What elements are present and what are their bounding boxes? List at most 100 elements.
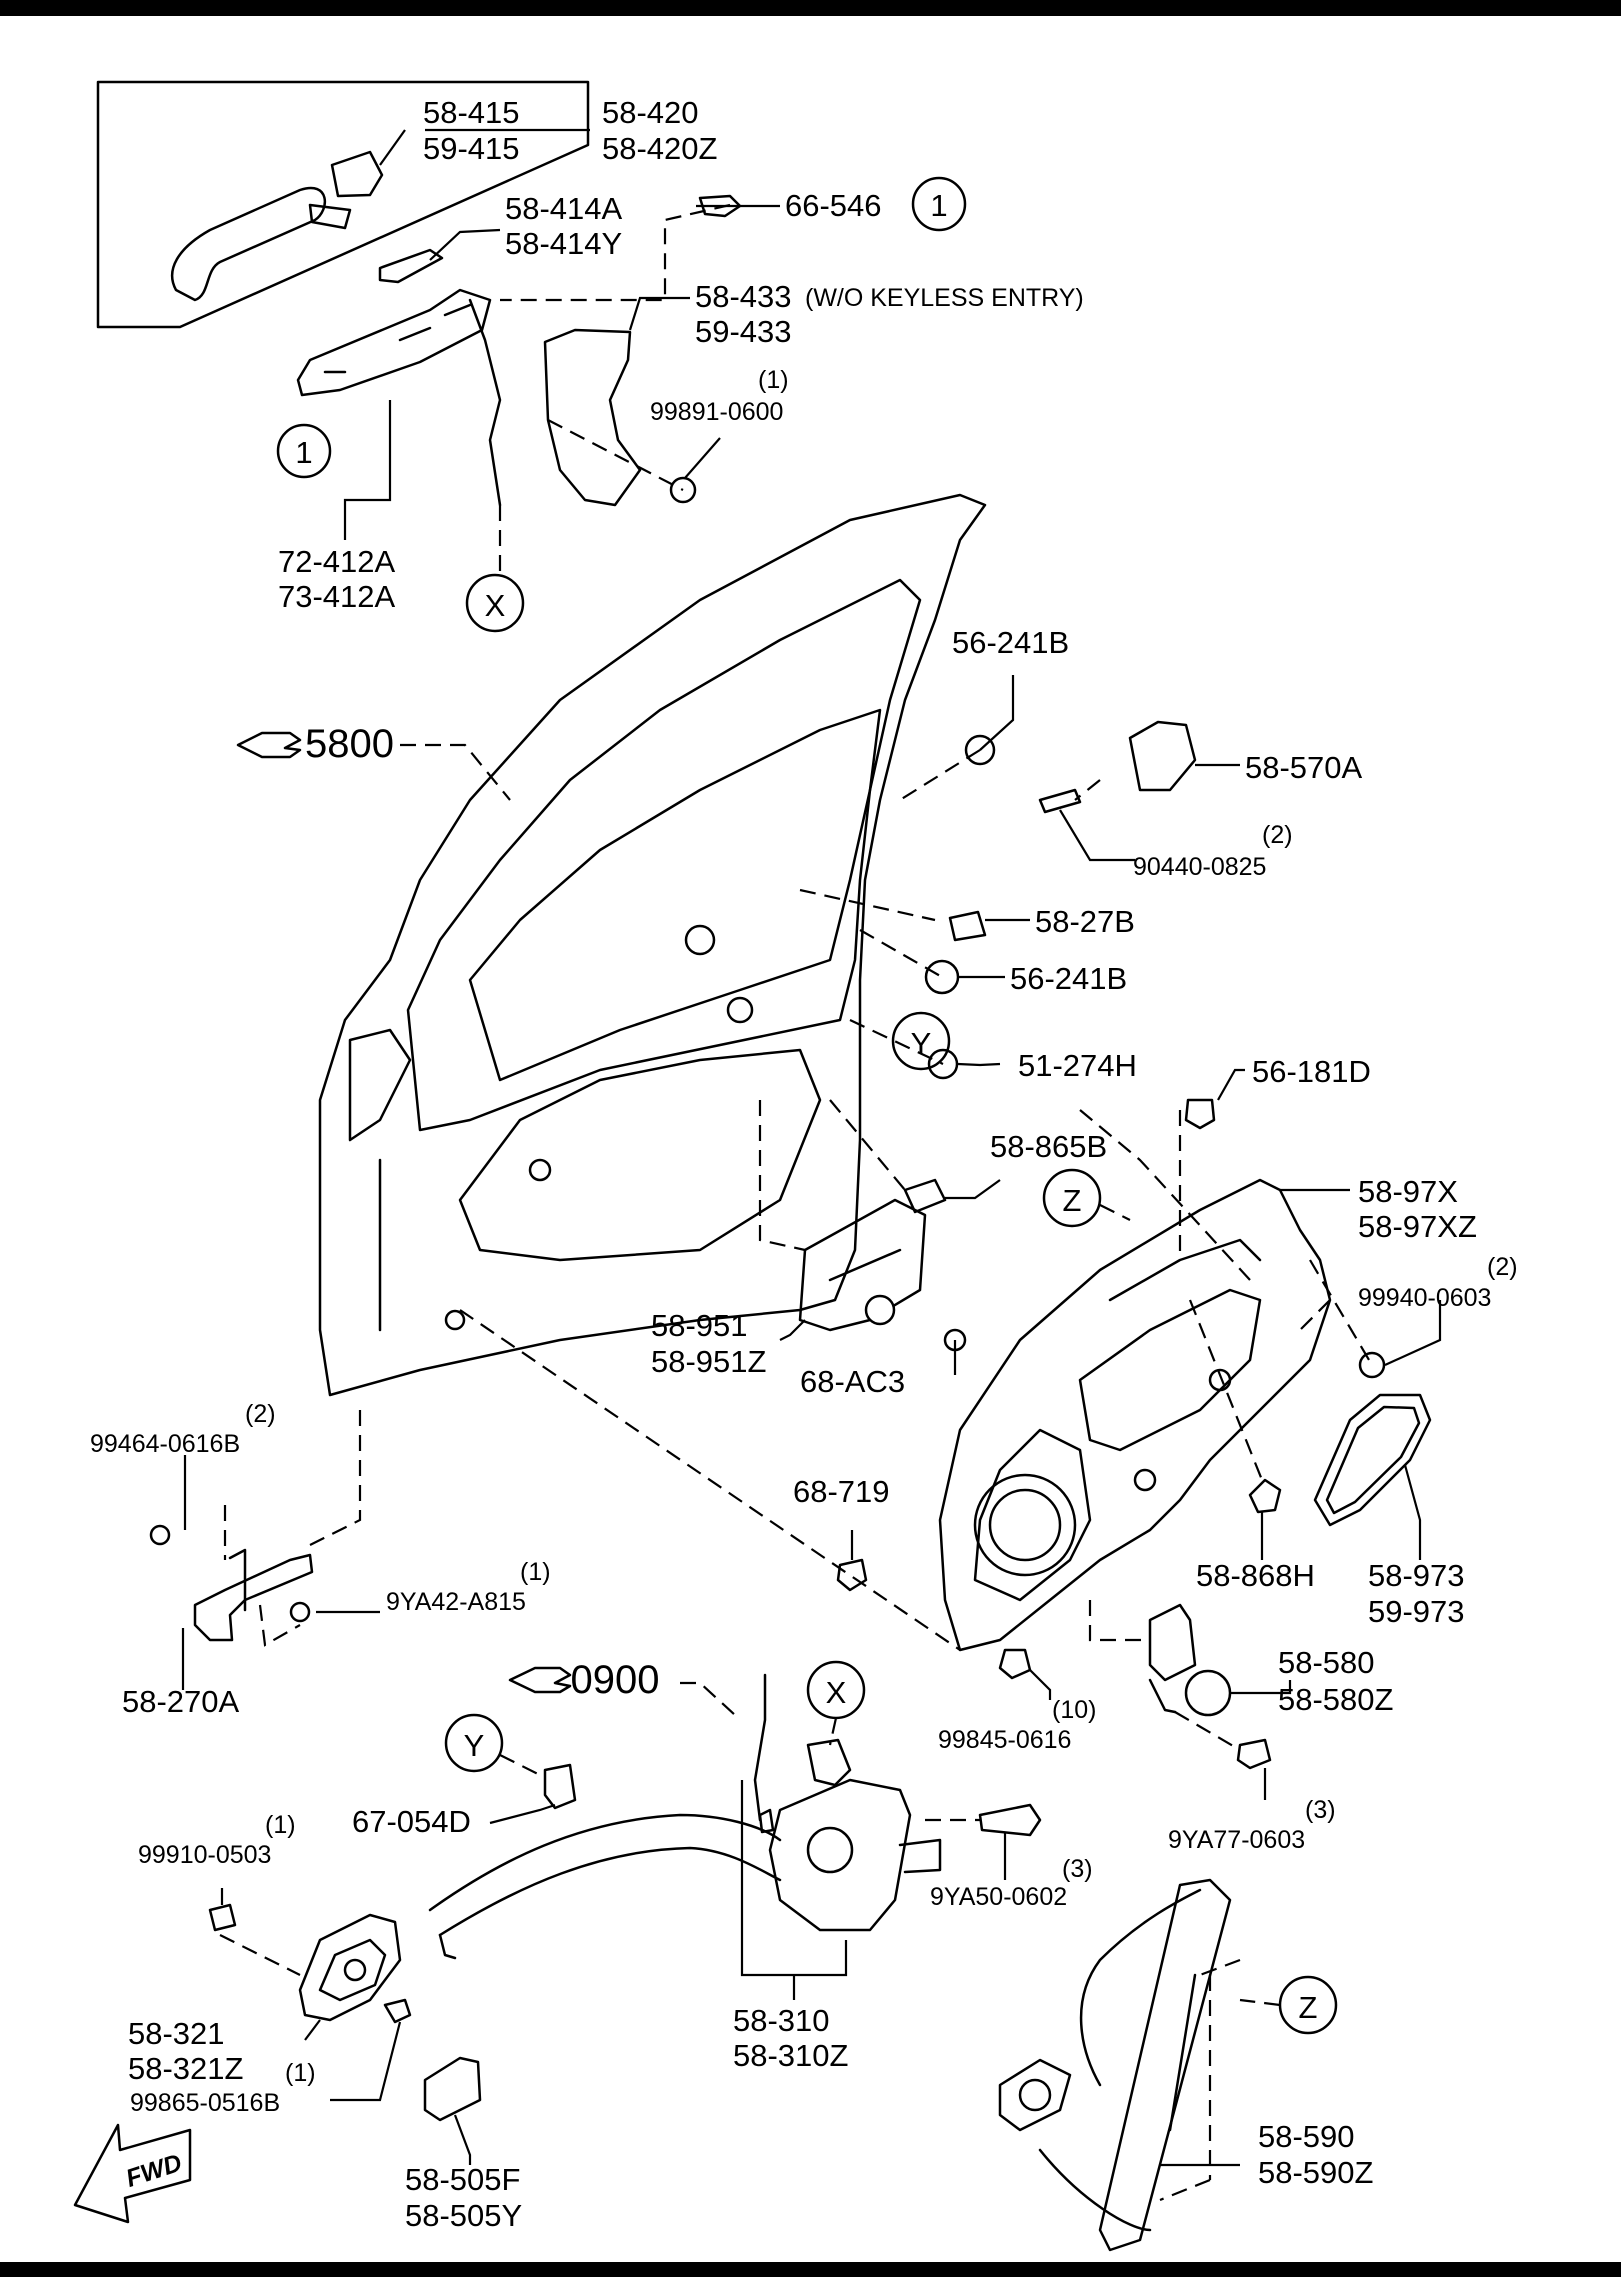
svg-text:FWD: FWD — [123, 2149, 186, 2193]
label-58-951: 58-951 — [651, 1308, 748, 1343]
lock-rod — [753, 1673, 767, 1822]
label-58-420Z: 58-420Z — [602, 131, 717, 166]
bezel-58-505F — [423, 2056, 482, 2122]
label-9YA77-0603: 9YA77-0603 — [1168, 1826, 1305, 1854]
label-58-951Z: 58-951Z — [651, 1344, 766, 1379]
marker-z-top: Z — [1042, 1168, 1102, 1228]
label-58-865B: 58-865B — [990, 1129, 1107, 1164]
label-68-719: 68-719 — [793, 1474, 890, 1509]
clip-56-181D — [1184, 1098, 1216, 1130]
screw-99865-0516B — [383, 1998, 412, 2024]
label-9YA50-0602: 9YA50-0602 — [930, 1883, 1067, 1911]
label-58-270A: 58-270A — [122, 1684, 240, 1719]
label-56-181D: 56-181D — [1252, 1054, 1371, 1089]
seal-58-973 — [1313, 1393, 1432, 1527]
bolt-9YA77-0603 — [1236, 1738, 1272, 1770]
label-58-321Z: 58-321Z — [128, 2051, 243, 2086]
label-58-414Y: 58-414Y — [505, 226, 622, 261]
svg-text:X: X — [485, 588, 506, 623]
label-58-868H: 58-868H — [1196, 1558, 1315, 1593]
label-72-412A: 72-412A — [278, 544, 396, 579]
door-panel — [318, 493, 987, 1397]
label-58-505F: 58-505F — [405, 2162, 520, 2197]
plug-58-868H — [1248, 1478, 1282, 1514]
top-border-bar — [0, 0, 1621, 16]
label-58-433: 58-433 — [695, 279, 792, 314]
label-59-415: 59-415 — [423, 131, 520, 166]
svg-text:Y: Y — [911, 1026, 932, 1061]
outer-handle-group — [96, 80, 742, 507]
cable-upper — [428, 1813, 782, 1912]
fwd-arrow-icon: FWD — [73, 2123, 192, 2224]
label-58-97X: 58-97X — [1358, 1174, 1458, 1209]
grommet-56-241B — [924, 959, 960, 995]
marker-y-bottom: Y — [444, 1713, 504, 1773]
label-99940-0603: 99940-0603 — [1358, 1284, 1491, 1312]
label-99464-0616B: 99464-0616B — [90, 1430, 240, 1458]
label-58-420: 58-420 — [602, 95, 699, 130]
qty-99940: (2) — [1487, 1253, 1518, 1281]
svg-text:X: X — [826, 1675, 847, 1710]
svg-text:1: 1 — [930, 188, 947, 223]
label-99865-0516B: 99865-0516B — [130, 2089, 280, 2117]
inner-handle-58-321 — [298, 1913, 402, 2022]
marker-z-bottom: Z — [1278, 1975, 1338, 2035]
label-66-546: 66-546 — [785, 188, 882, 223]
svg-text:0900: 0900 — [571, 1658, 660, 1702]
label-99910-0503: 99910-0503 — [138, 1841, 271, 1869]
qty-99910: (1) — [265, 1811, 296, 1839]
qty-99891: (1) — [758, 366, 789, 394]
bolt-99845-0616 — [998, 1648, 1032, 1680]
label-56-241B: 56-241B — [1010, 961, 1127, 996]
label-58-973: 58-973 — [1368, 1558, 1465, 1593]
label-58-580: 58-580 — [1278, 1645, 1375, 1680]
label-59-433: 59-433 — [695, 314, 792, 349]
bottom-border-bar — [0, 2262, 1621, 2277]
marker-x-bottom: X — [806, 1660, 866, 1720]
marker-1-top: 1 — [911, 176, 967, 232]
label-58-321: 58-321 — [128, 2016, 225, 2051]
label-58-414A: 58-414A — [505, 191, 623, 226]
qty-9YA50: (3) — [1062, 1855, 1093, 1883]
ref-5800: 5800 — [236, 722, 394, 766]
bolt-9YA50-0602 — [978, 1803, 1042, 1837]
svg-text:5800: 5800 — [305, 722, 394, 766]
nut-99940-0603 — [1358, 1351, 1386, 1379]
svg-text:Y: Y — [464, 1728, 485, 1763]
door-check-58-270A — [149, 1524, 314, 1642]
label-58-415: 58-415 — [423, 95, 520, 130]
marker-x-top: X — [465, 573, 525, 633]
label-51-274H: 51-274H — [1018, 1048, 1137, 1083]
label-58-570A: 58-570A — [1245, 750, 1363, 785]
label-99845-0616: 99845-0616 — [938, 1726, 1071, 1754]
marker-1-left: 1 — [276, 423, 332, 479]
qty-99464: (2) — [245, 1400, 276, 1428]
seal-58-27B — [948, 910, 987, 942]
label-58-505Y: 58-505Y — [405, 2198, 522, 2233]
label-58-310: 58-310 — [733, 2003, 830, 2038]
clip-99910-0503 — [208, 1903, 237, 1932]
label-90440-0825: 90440-0825 — [1133, 853, 1266, 881]
qty-9YA42: (1) — [520, 1558, 551, 1586]
label-68-AC3: 68-AC3 — [800, 1364, 905, 1399]
grommet-67-054D — [543, 1763, 577, 1810]
label-58-97XZ: 58-97XZ — [1358, 1209, 1477, 1244]
part-labels: 58-415 59-415 58-420 58-420Z 58-414A 58-… — [90, 95, 1518, 2233]
label-58-590: 58-590 — [1258, 2119, 1355, 2154]
regulator-58-590 — [998, 1878, 1232, 2252]
svg-text:Z: Z — [1063, 1183, 1082, 1218]
label-73-412A: 73-412A — [278, 579, 396, 614]
marker-y-top: Y — [891, 1011, 951, 1071]
qty-90440: (2) — [1262, 821, 1293, 849]
latch-58-310 — [758, 1778, 942, 1932]
label-56-241B-top: 56-241B — [952, 625, 1069, 660]
label-9YA42-A815: 9YA42-A815 — [386, 1588, 526, 1616]
striker-58-570A — [1038, 720, 1197, 814]
clip-68-719 — [836, 1558, 868, 1592]
qty-9YA77: (3) — [1305, 1796, 1336, 1824]
label-99891-0600: 99891-0600 — [650, 398, 783, 426]
motor-58-580 — [1148, 1603, 1232, 1717]
label-58-580Z: 58-580Z — [1278, 1682, 1393, 1717]
lock-knob — [806, 1738, 852, 1787]
